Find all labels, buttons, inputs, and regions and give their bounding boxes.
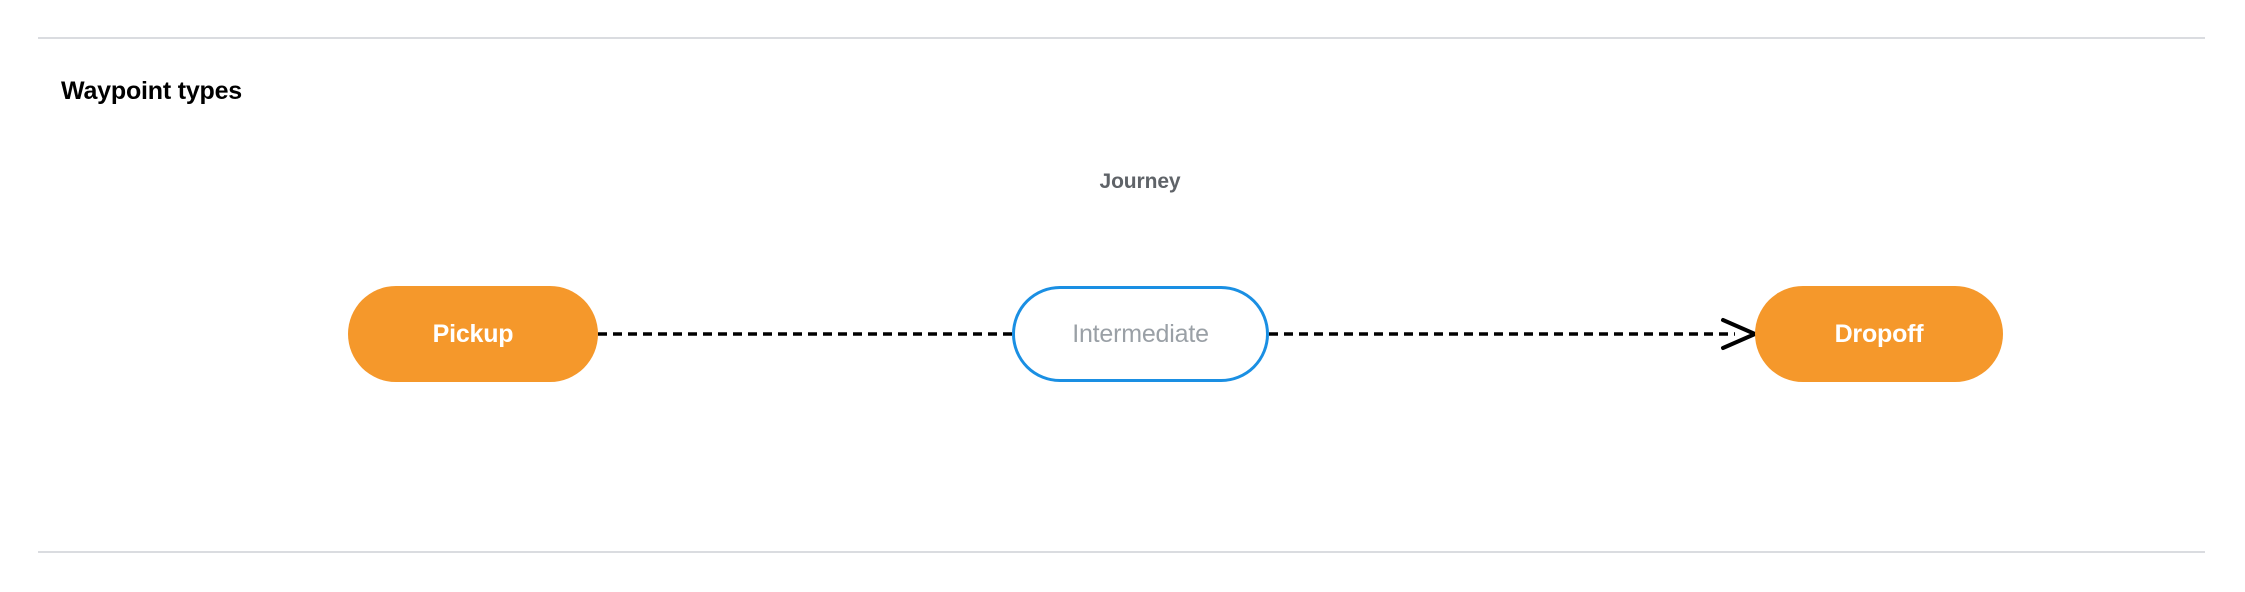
waypoint-node-dropoff[interactable]: Dropoff	[1755, 286, 2003, 382]
waypoint-node-pickup-label: Pickup	[432, 319, 514, 348]
section-divider-bottom	[38, 551, 2205, 553]
waypoint-node-intermediate-label: Intermediate	[1072, 319, 1209, 348]
waypoint-node-dropoff-label: Dropoff	[1834, 319, 1924, 348]
waypoint-node-intermediate[interactable]: Intermediate	[1012, 286, 1269, 382]
journey-group-label: Journey	[1099, 170, 1181, 193]
page-title: Waypoint types	[61, 77, 243, 105]
section-divider-top	[38, 37, 2205, 39]
waypoint-node-pickup[interactable]: Pickup	[348, 286, 598, 382]
